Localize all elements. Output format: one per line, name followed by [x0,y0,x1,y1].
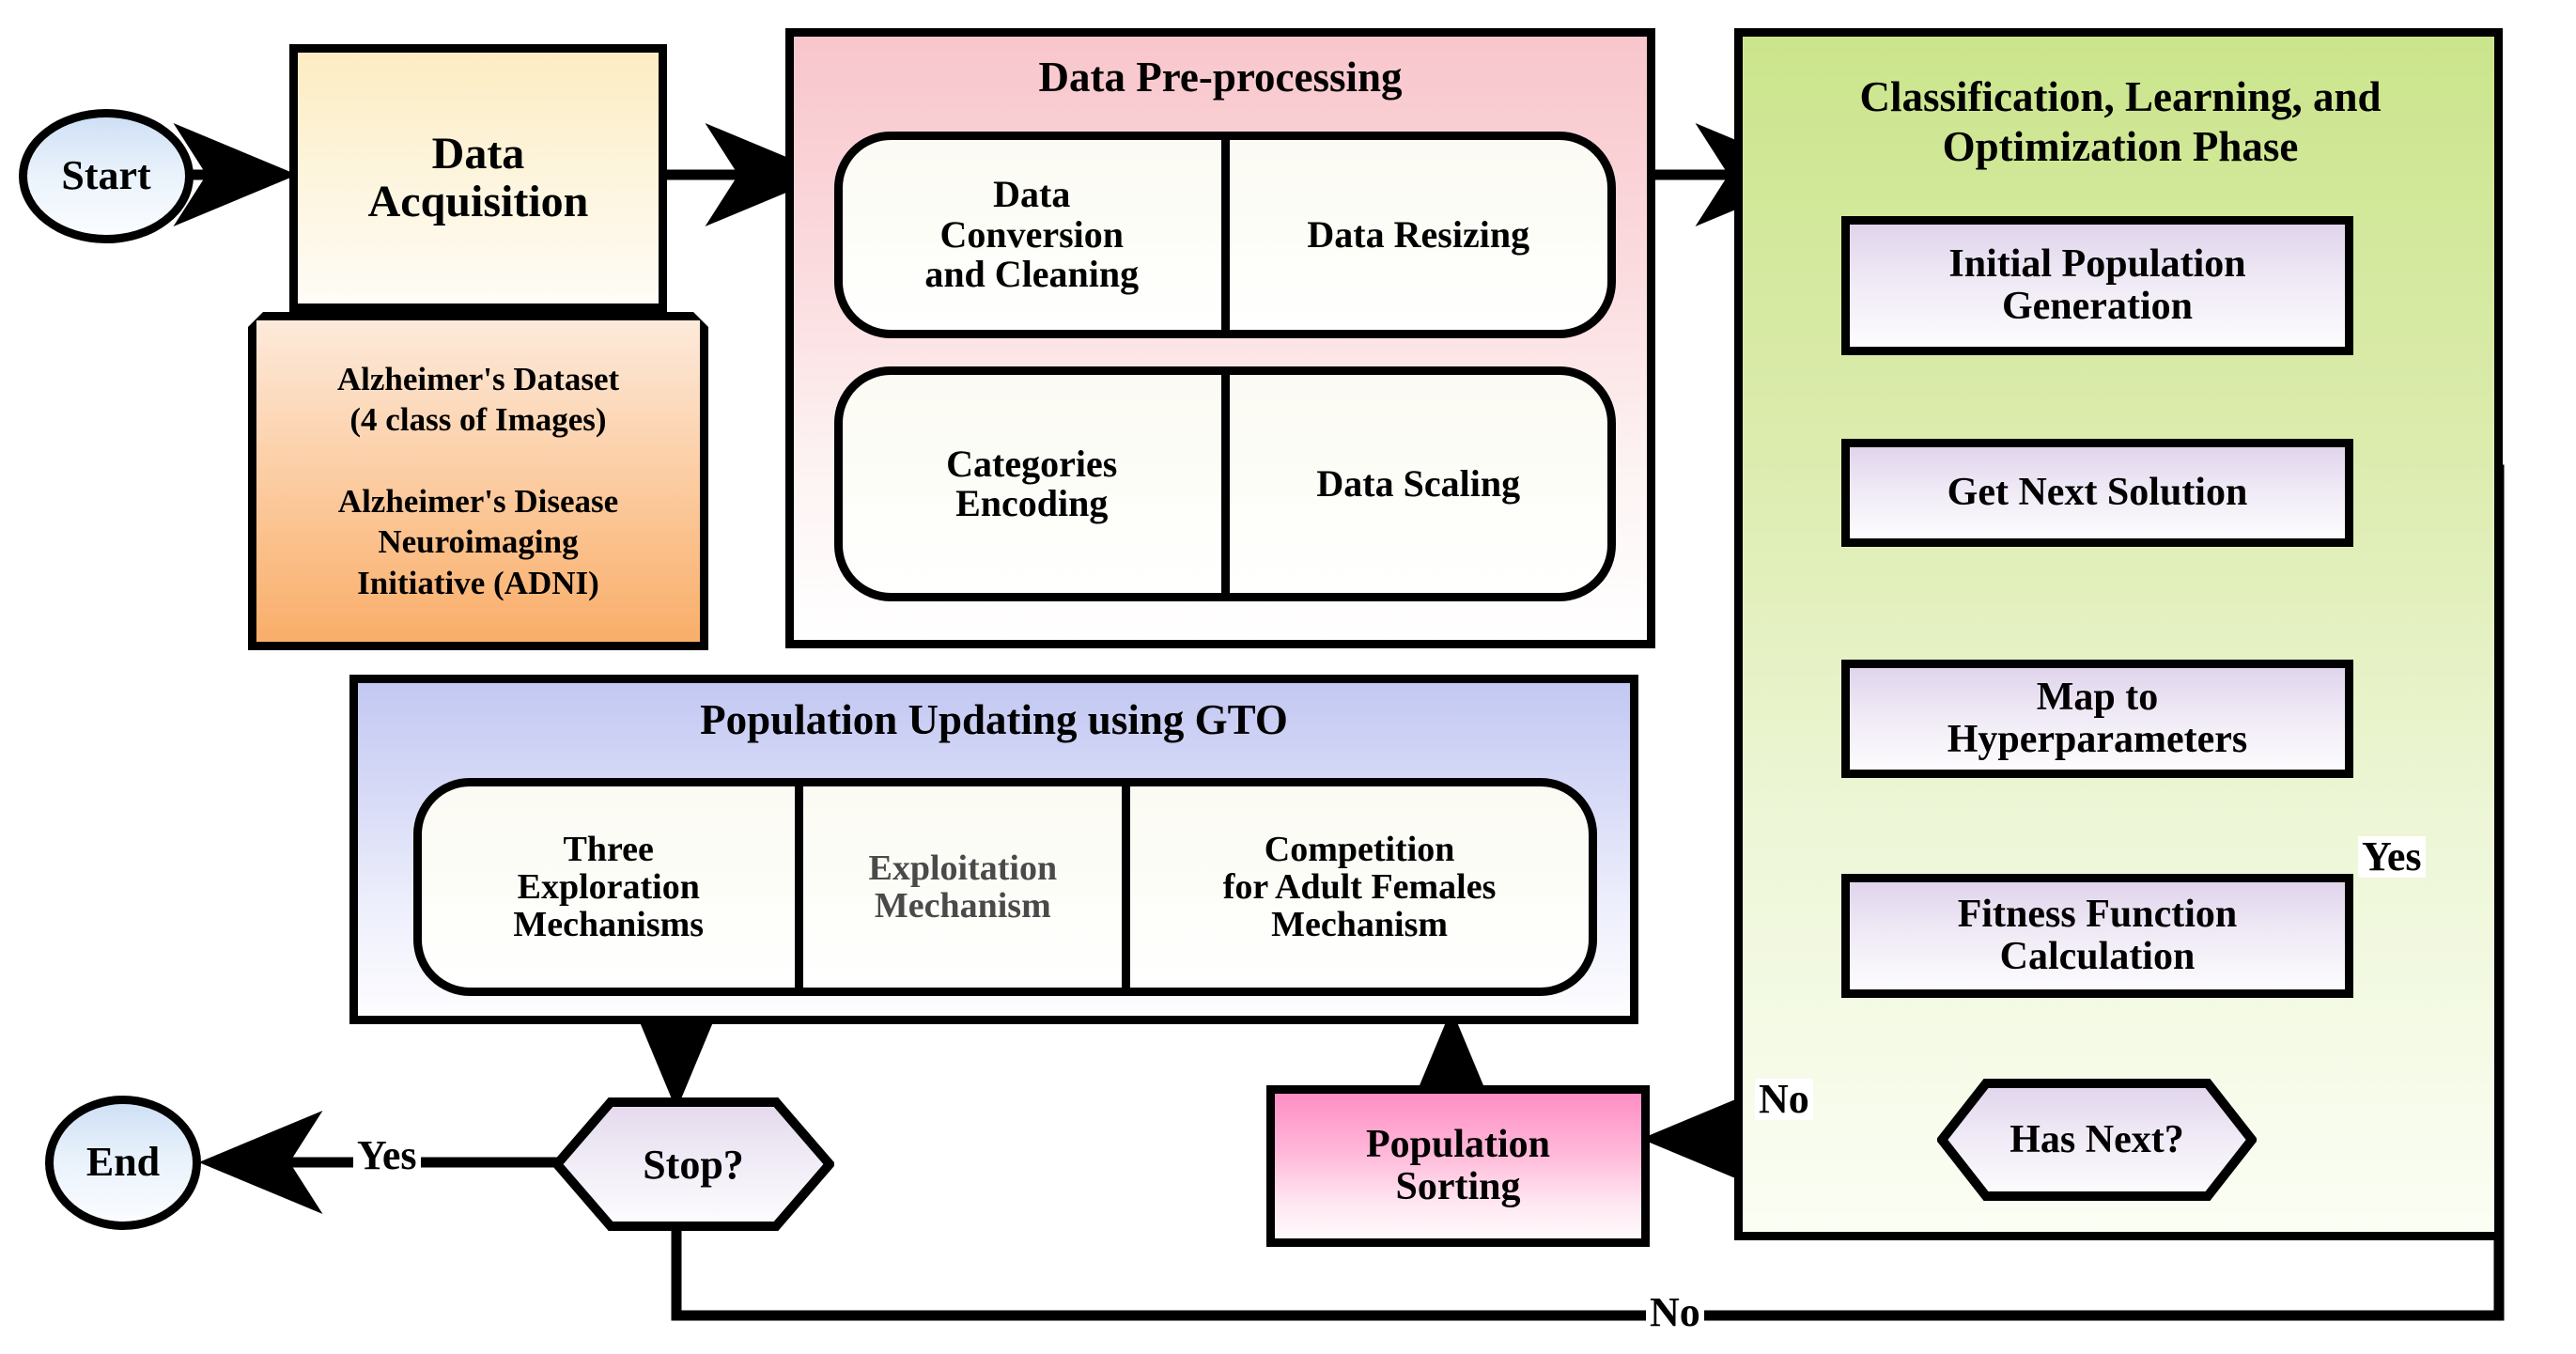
cell-categories-encoding[interactable]: Categories Encoding [843,375,1221,593]
map-to-hyperparameters-box[interactable] [1841,660,2353,778]
fitness-function-calculation-box[interactable] [1841,874,2353,998]
edge-label-stop-no: No [1646,1292,1704,1333]
cell-categories-encoding-label: Categories Encoding [946,442,1118,524]
preprocessing-row-1: Data Conversion and Cleaning Data Resizi… [834,132,1616,338]
cell-data-scaling[interactable]: Data Scaling [1220,375,1608,593]
cell-competition-for-adult-females-mechanism-label: Competition for Adult Females Mechanism [1222,829,1497,945]
stop-decision[interactable]: Stop? [552,1097,834,1231]
preprocessing-row-2: Categories Encoding Data Scaling [834,366,1616,601]
edge-label-has-next-yes: Yes [2358,836,2426,878]
gto-mechanisms-group: Three Exploration Mechanisms Exploitatio… [413,778,1597,996]
start-terminator[interactable] [19,109,194,243]
cell-three-exploration-mechanisms-label: Three Exploration Mechanisms [513,829,705,945]
cell-three-exploration-mechanisms[interactable]: Three Exploration Mechanisms [422,786,795,988]
cell-data-resizing-label: Data Resizing [1307,212,1530,256]
cell-data-scaling-label: Data Scaling [1316,461,1521,505]
cell-data-conversion-and-cleaning[interactable]: Data Conversion and Cleaning [843,140,1221,330]
edge-label-has-next-no: No [1755,1079,1813,1120]
dataset-box[interactable] [248,312,708,650]
cell-data-conversion-and-cleaning-label: Data Conversion and Cleaning [924,173,1140,296]
classification-panel [1734,28,2503,1240]
get-next-solution-box[interactable] [1841,439,2353,547]
cell-exploitation-mechanism[interactable]: Exploitation Mechanism [795,786,1122,988]
population-sorting-box[interactable] [1266,1085,1650,1247]
cell-exploitation-mechanism-label: Exploitation Mechanism [868,848,1058,926]
data-acquisition-box[interactable] [289,44,667,312]
cell-competition-for-adult-females-mechanism[interactable]: Competition for Adult Females Mechanism [1122,786,1589,988]
end-terminator[interactable] [45,1096,201,1230]
has-next-decision[interactable]: Has Next? [1937,1079,2257,1201]
initial-population-generation-box[interactable] [1841,216,2353,355]
edge-label-stop-yes: Yes [353,1135,421,1176]
cell-data-resizing[interactable]: Data Resizing [1220,140,1608,330]
